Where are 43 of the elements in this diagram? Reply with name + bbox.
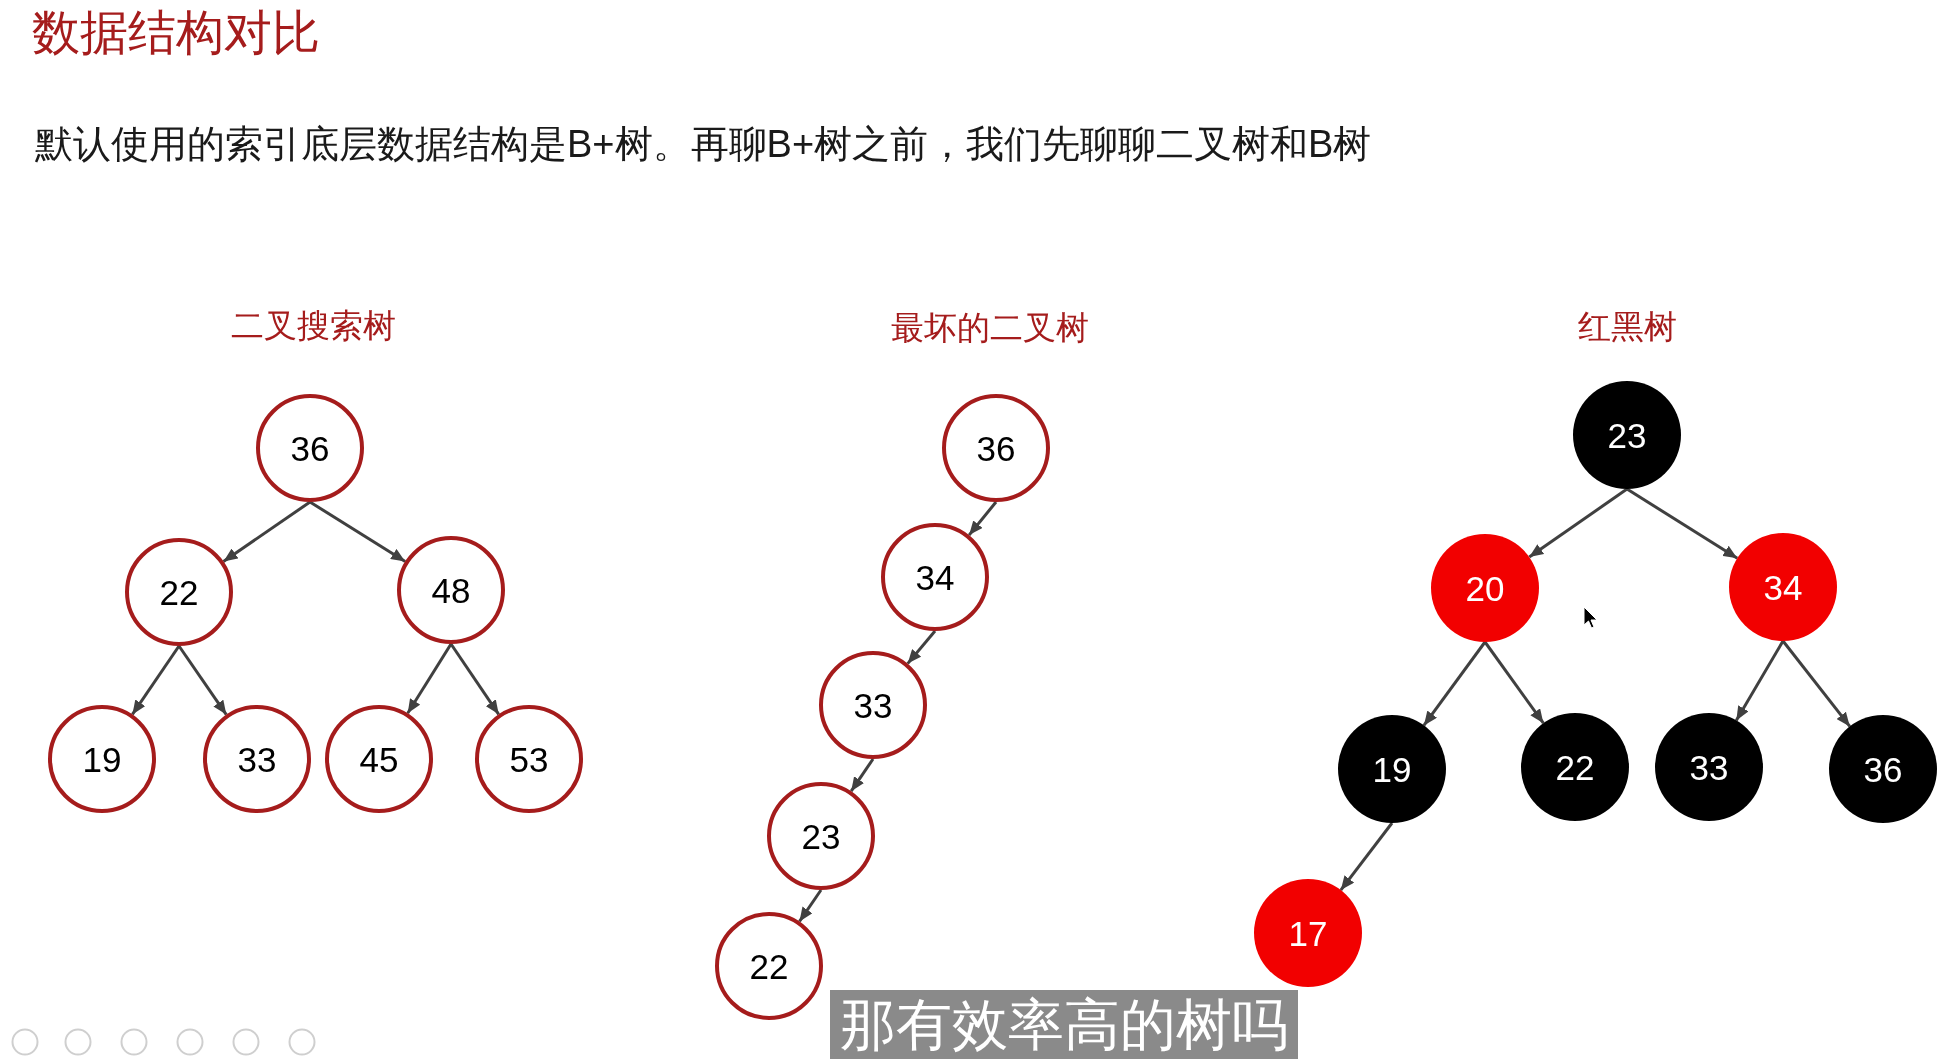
arrow	[967, 501, 998, 537]
arrow	[406, 643, 453, 714]
tree-node: 36	[942, 394, 1050, 502]
tree-node: 34	[1729, 533, 1837, 641]
arrow	[1483, 641, 1545, 725]
tree-node: 19	[1338, 715, 1446, 823]
tree-node: 33	[819, 651, 927, 759]
arrow	[1626, 487, 1739, 560]
arrow	[1735, 640, 1785, 722]
tree-node: 20	[1431, 534, 1539, 642]
arrow	[1339, 822, 1394, 891]
slide-title: 数据结构对比	[32, 5, 320, 61]
arrow	[906, 630, 937, 665]
subtitle-caption: 那有效率高的树吗	[830, 990, 1298, 1059]
tree-node: 33	[203, 705, 311, 813]
tree-node: 22	[715, 912, 823, 1020]
arrow	[798, 889, 823, 923]
tree-heading: 最坏的二叉树	[891, 308, 1089, 348]
tree-heading: 红黑树	[1577, 307, 1677, 347]
arrow	[1528, 487, 1628, 559]
arrow	[1781, 640, 1851, 728]
tree-node: 48	[397, 536, 505, 644]
tree-node: 53	[475, 705, 583, 813]
arrow	[309, 500, 406, 563]
tree-node: 23	[767, 782, 875, 890]
tree-node: 17	[1254, 879, 1362, 987]
arrow	[449, 643, 500, 716]
tree-node: 23	[1573, 381, 1681, 489]
tree-node: 36	[1829, 715, 1937, 823]
arrow	[1422, 641, 1487, 727]
tree-node: 33	[1655, 713, 1763, 821]
arrow	[177, 645, 228, 716]
arrow	[849, 758, 875, 793]
tree-node: 22	[1521, 713, 1629, 821]
tree-node: 22	[125, 538, 233, 646]
arrow	[131, 645, 181, 716]
tree-node: 36	[256, 394, 364, 502]
arrow	[222, 500, 311, 563]
tree-node: 45	[325, 705, 433, 813]
intro-text: 默认使用的索引底层数据结构是B+树。再聊B+树之前，我们先聊聊二叉树和B树	[35, 122, 1372, 167]
tree-node: 19	[48, 705, 156, 813]
tree-heading: 二叉搜索树	[230, 306, 396, 346]
tree-node: 34	[881, 523, 989, 631]
